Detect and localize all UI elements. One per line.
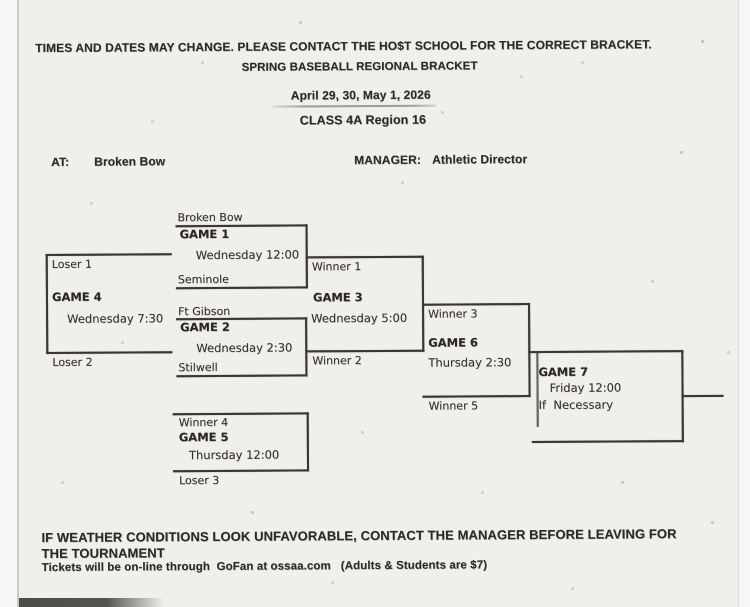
game5-bottom-slot: Loser 3 [179,473,220,488]
scan-bottom-artifact [19,598,164,607]
game5-bottom-line [173,469,310,473]
host-value: Broken Bow [94,154,166,169]
winner5-line [422,395,531,398]
game4-heading: GAME 4 [51,289,102,304]
manager-label: MANAGER: [354,152,421,168]
game4-left-line [45,253,49,355]
game6-top-slot: Winner 3 [428,307,478,321]
game7-bottom-line [531,440,684,444]
game6-time: Thursday 2:30 [428,355,512,370]
game2-top-team: Ft Gibson [178,304,231,319]
game4-top-line [45,253,172,257]
winner1-line [305,255,424,259]
weather-notice-line1: IF WEATHER CONDITIONS LOOK UNFAVORABLE, … [41,526,677,546]
champion-line [681,394,724,398]
game1-time: Wednesday 12:00 [195,247,300,263]
game6-bottom-slot: Winner 5 [428,399,479,413]
game3-bottom-slot: Winner 2 [312,354,362,368]
game3-heading: GAME 3 [312,290,363,305]
game2-time: Wednesday 2:30 [196,340,293,356]
weather-notice-line2: THE TOURNAMENT [41,545,165,562]
game5-right-line [306,412,310,472]
scan-edge-right [738,0,750,607]
game5-top-slot: Winner 4 [178,415,229,430]
game7-top-line [528,350,684,354]
game6-heading: GAME 6 [428,335,478,350]
game3-time: Wednesday 5:00 [311,310,408,326]
game4-bottom-slot: Loser 2 [52,355,93,369]
game4-bottom-line [46,351,173,355]
game2-bottom-team: Stilwell [178,360,218,375]
winner3-line [422,303,531,306]
game3-top-slot: Winner 1 [311,260,362,274]
game4-time: Wednesday 7:30 [67,311,164,326]
game1-top-team: Broken Bow [177,210,243,225]
game2-heading: GAME 2 [180,319,230,335]
host-label: AT: [51,154,70,169]
game5-time: Thursday 12:00 [188,447,280,463]
game4-top-slot: Loser 1 [51,257,93,271]
bracket-dates: April 29, 30, May 1, 2026 [290,87,431,103]
game1-bottom-team: Seminole [177,272,229,287]
game7-note: If Necessary [538,397,614,413]
tickets-info: Tickets will be on-line through GoFan at… [41,559,488,575]
game2-bottom-line [176,374,308,378]
game5-heading: GAME 5 [178,429,229,445]
game1-heading: GAME 1 [179,226,230,242]
game2-right-line [305,317,308,377]
game1-bottom-line [175,286,308,290]
change-notice: TIMES AND DATES MAY CHANGE. PLEASE CONTA… [35,37,652,56]
game5-top-line [172,412,309,416]
bracket-division: CLASS 4A Region 16 [299,112,427,128]
manager-value: Athletic Director [432,152,528,167]
game7-left-line [536,351,539,428]
bracket-title: SPRING BASEBALL REGIONAL BRACKET [241,60,478,74]
winner2-line [305,349,425,353]
game7-heading: GAME 7 [538,364,589,380]
scan-edge-left [0,0,19,607]
game7-time: Friday 12:00 [549,380,622,395]
dates-underline [272,104,436,108]
